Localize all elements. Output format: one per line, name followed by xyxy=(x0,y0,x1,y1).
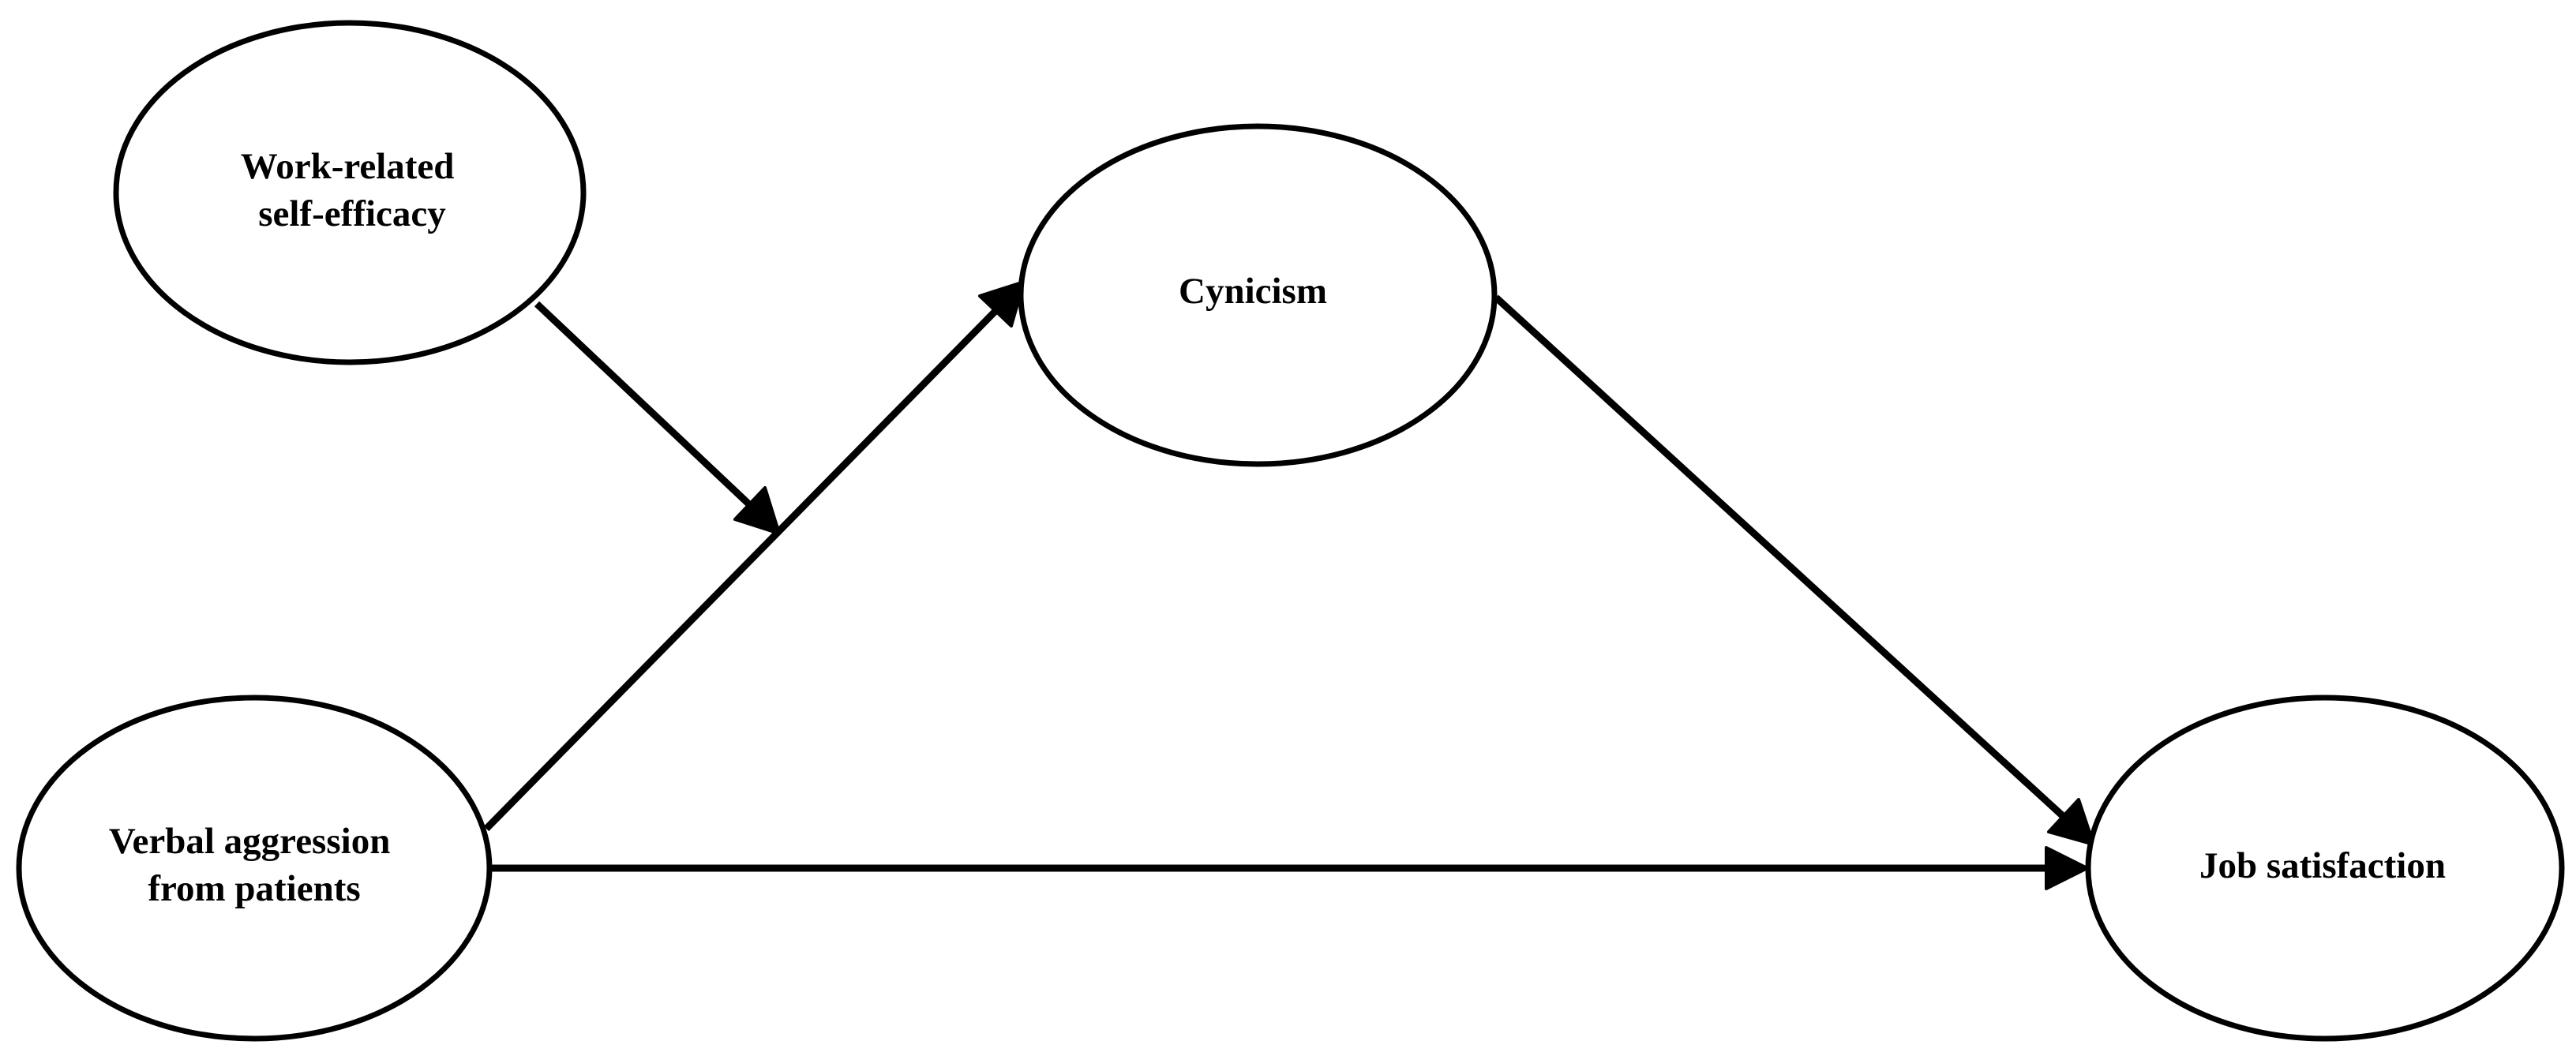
node-cynicism: Cynicism xyxy=(1018,123,1498,467)
edges xyxy=(483,280,2095,890)
arrowhead-cynicism-to-job-satisfaction xyxy=(2047,798,2095,846)
node-verbal-aggression-line-1: Verbal aggression xyxy=(109,821,390,862)
node-verbal-aggression-ellipse xyxy=(16,695,493,1042)
node-verbal-aggression-label: Verbal aggression from patients xyxy=(109,821,399,909)
node-verbal-aggression: Verbal aggression from patients xyxy=(16,695,493,1042)
node-cynicism-line-1: Cynicism xyxy=(1179,271,1327,312)
arrowhead-moderation-self-efficacy xyxy=(733,486,781,535)
node-self-efficacy: Work-related self-efficacy xyxy=(113,20,587,365)
node-job-satisfaction: Job satisfaction xyxy=(2085,695,2565,1042)
edge-moderation-self-efficacy xyxy=(534,301,753,508)
arrowhead-aggression-to-cynicism xyxy=(978,280,1026,328)
node-self-efficacy-line-2: self-efficacy xyxy=(258,193,446,234)
node-verbal-aggression-line-2: from patients xyxy=(148,868,360,909)
edge-cynicism-to-job-satisfaction xyxy=(1493,294,2065,818)
node-cynicism-ellipse xyxy=(1018,123,1498,467)
node-self-efficacy-label: Work-related self-efficacy xyxy=(241,146,463,234)
node-self-efficacy-line-1: Work-related xyxy=(241,146,455,187)
node-self-efficacy-ellipse xyxy=(113,20,587,365)
node-job-satisfaction-label: Job satisfaction xyxy=(2199,845,2446,886)
node-cynicism-label: Cynicism xyxy=(1179,271,1327,312)
arrowhead-aggression-to-job-satisfaction xyxy=(2045,846,2089,890)
node-job-satisfaction-line-1: Job satisfaction xyxy=(2199,845,2446,886)
edge-aggression-to-cynicism xyxy=(483,309,998,832)
node-job-satisfaction-ellipse xyxy=(2085,695,2565,1042)
